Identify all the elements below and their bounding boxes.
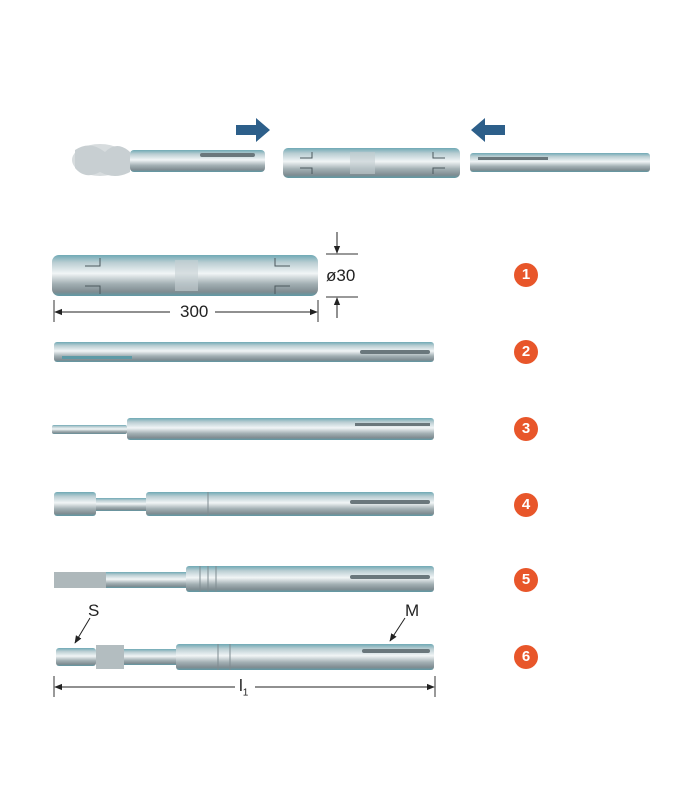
item-badge-3: 3 — [514, 417, 538, 441]
l1-label: l1 — [239, 676, 248, 698]
coupling-sleeve — [52, 255, 318, 296]
tool-end-label: M — [405, 601, 420, 620]
l1-subscript: 1 — [242, 687, 249, 699]
item-badge-4: 4 — [514, 493, 538, 517]
rod-4 — [54, 492, 434, 516]
item-badge-1: 1 — [514, 263, 538, 287]
s-pointer-arrow — [74, 617, 91, 644]
l1-main: l — [239, 676, 243, 695]
item-badge-5: 5 — [514, 568, 538, 592]
rod-5 — [54, 566, 434, 592]
rod-6 — [56, 644, 434, 670]
diameter-label: ø30 — [326, 266, 356, 285]
length-label: 300 — [180, 302, 209, 321]
arrow-left-icon — [471, 118, 505, 142]
arrow-right-icon — [236, 118, 270, 142]
coupling-top — [283, 148, 460, 178]
rod-3 — [52, 418, 434, 440]
shank-rod-top — [470, 153, 650, 172]
rod-2 — [54, 342, 434, 362]
item-badge-6: 6 — [514, 645, 538, 669]
shank-end-label: S — [88, 601, 100, 620]
drill-bit — [72, 144, 265, 176]
m-pointer-arrow — [389, 617, 406, 642]
item-badge-2: 2 — [514, 340, 538, 364]
